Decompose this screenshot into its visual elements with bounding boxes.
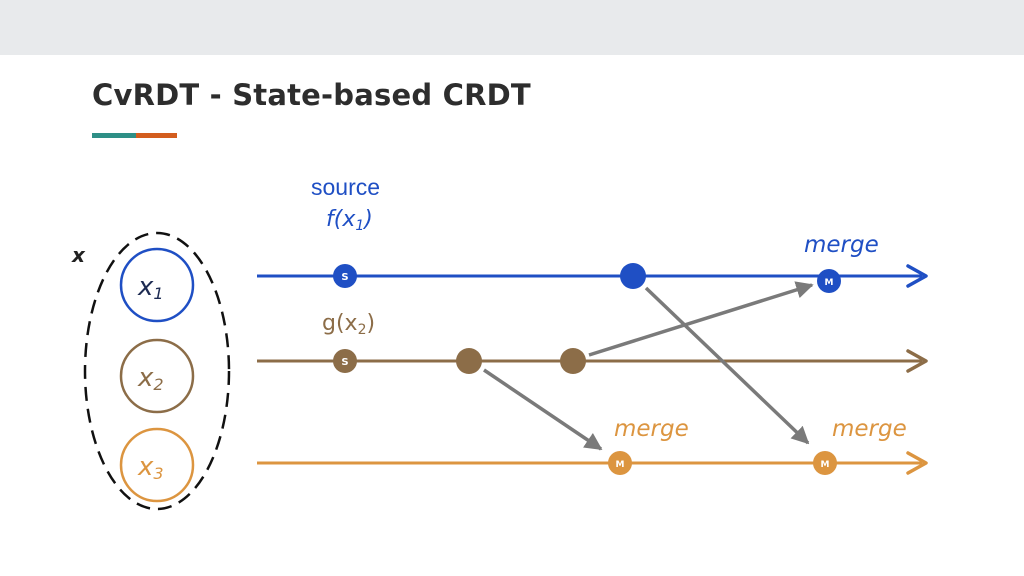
svg-text:S: S	[341, 272, 348, 283]
source-label: source	[311, 174, 380, 200]
state-node-blue	[620, 263, 646, 289]
replica-x1-base: x	[137, 272, 154, 302]
title-accent-teal	[92, 133, 136, 138]
svg-text:M: M	[825, 278, 834, 288]
merge-label-orange-2: merge	[832, 416, 907, 442]
replica-x2-sub: 2	[153, 375, 163, 394]
merge-node-orange-1: M	[608, 451, 632, 475]
source-function-label: f(x1)	[326, 207, 373, 234]
source-node-blue: S	[333, 264, 357, 288]
timeline-brown	[257, 349, 928, 373]
svg-text:M: M	[821, 460, 830, 470]
merge-label-blue: merge	[804, 232, 879, 258]
replica-x2-base: x	[137, 363, 154, 393]
svg-text:S: S	[341, 357, 348, 368]
timeline-orange	[257, 451, 928, 475]
replica-x3-sub: 3	[153, 464, 163, 483]
merge-node-orange-2: M	[813, 451, 837, 475]
svg-text:M: M	[616, 460, 625, 470]
source-node-brown: S	[333, 349, 357, 373]
merge-label-orange-1: merge	[614, 416, 689, 442]
title-accent-orange	[136, 133, 177, 138]
replica-x3-base: x	[137, 452, 154, 482]
svg-text:x2: x2	[137, 363, 164, 394]
message-arrow-blue-to-orange	[644, 286, 810, 445]
state-node-brown-2	[560, 348, 586, 374]
replica-set-ellipse	[83, 231, 231, 511]
top-bar	[0, 0, 1024, 55]
state-node-brown-1	[456, 348, 482, 374]
merge-node-blue: M	[817, 269, 841, 293]
replica-x2: x2	[119, 338, 195, 414]
brown-function-label: g(x2)	[322, 311, 375, 338]
slide-title: CvRDT - State-based CRDT	[92, 78, 531, 112]
set-label: x	[71, 243, 86, 267]
replica-x3: x3	[119, 427, 195, 503]
svg-text:x1: x1	[137, 272, 164, 303]
replica-x1: x1	[119, 247, 195, 323]
timeline-blue	[257, 264, 928, 288]
replica-x1-sub: 1	[153, 284, 163, 303]
message-arrow-brown-to-blue	[588, 281, 814, 357]
svg-text:x3: x3	[137, 452, 164, 483]
message-arrow-brown-to-orange	[483, 368, 603, 451]
